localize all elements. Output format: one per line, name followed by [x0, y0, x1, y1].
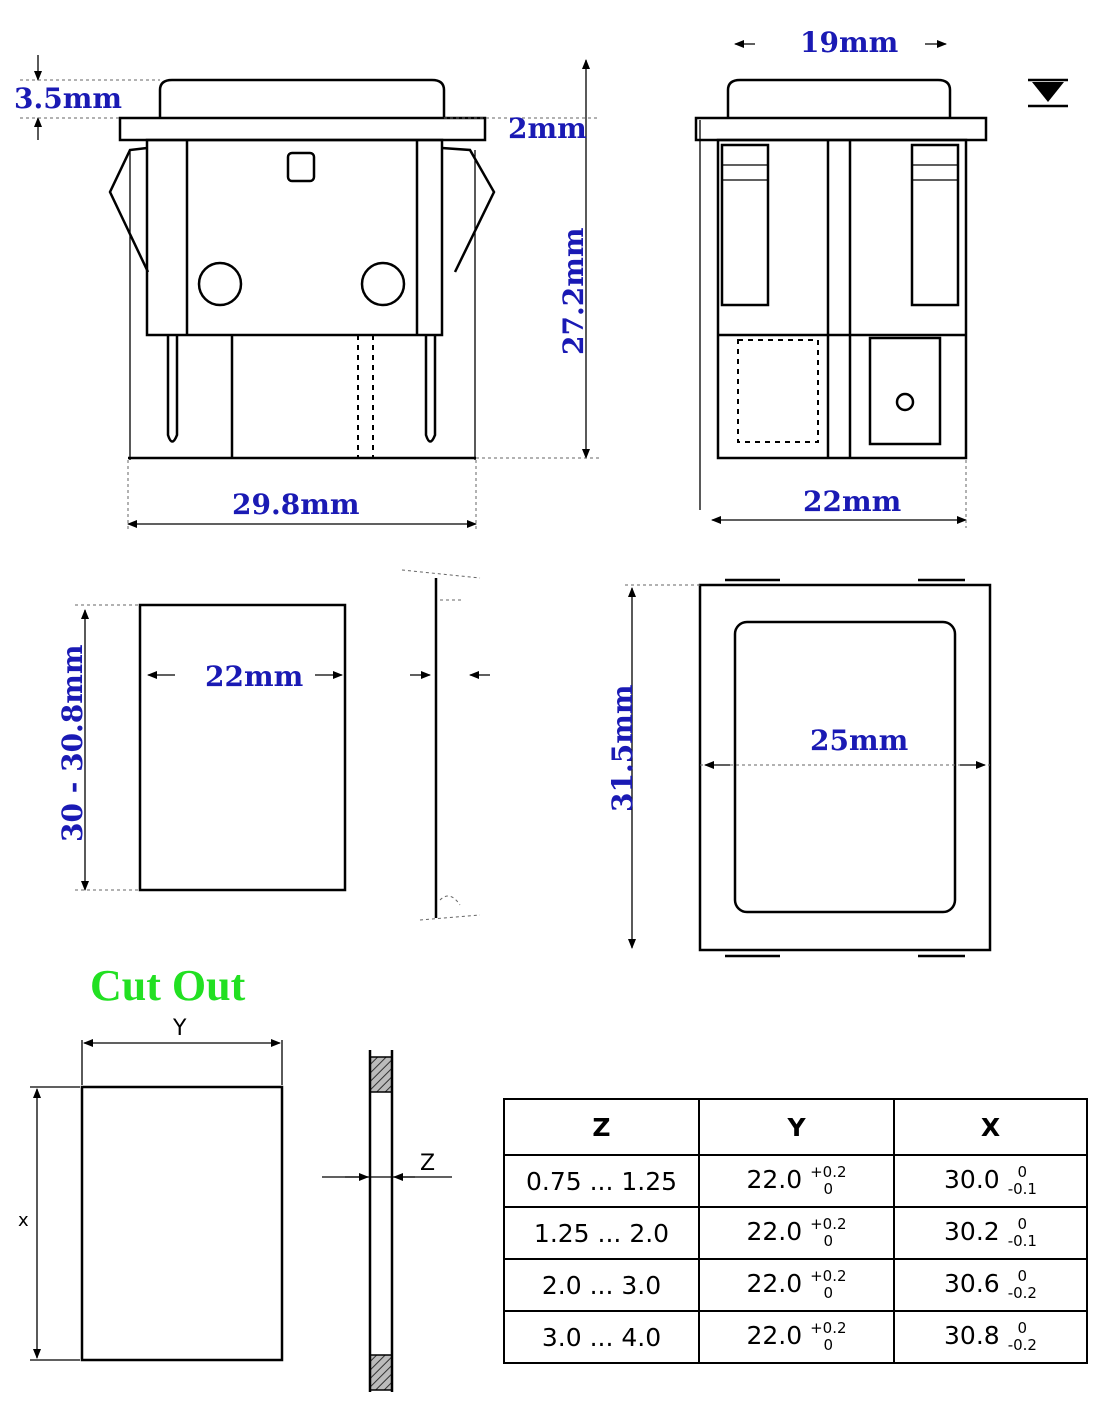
dim-bezel-outer-height: 31.5mm: [606, 685, 639, 812]
dim-button-height: 3.5mm: [14, 82, 122, 115]
y-value: 22.0: [746, 1165, 803, 1194]
y-tol-minus: 0: [823, 1232, 834, 1250]
x-tol-minus: -0.1: [1007, 1180, 1037, 1198]
cutout-view: [30, 1039, 452, 1392]
dim-bezel-outer-width: 25mm: [810, 724, 908, 757]
dim-body-width: 29.8mm: [232, 488, 359, 521]
side-bezel-flange: [694, 116, 988, 142]
y-value: 22.0: [746, 1269, 803, 1298]
y-tol-minus: 0: [823, 1180, 834, 1198]
x-tol-plus: 0: [1017, 1319, 1028, 1337]
x-tol-plus: 0: [1017, 1215, 1028, 1233]
datum-triangle-icon: [1028, 78, 1068, 108]
terminal-1: [166, 335, 179, 443]
table-header-row: Z Y X: [503, 1098, 1088, 1156]
table-cell-x: 30.0 0-0.1: [893, 1154, 1088, 1208]
x-tolerance: 0-0.2: [1008, 1320, 1037, 1354]
rocker-button: [158, 78, 446, 118]
x-tol-plus: 0: [1017, 1163, 1028, 1181]
table-header-x: X: [893, 1098, 1088, 1156]
dim-side-height: 27.2mm: [557, 228, 590, 355]
x-tol-plus: 0: [1017, 1267, 1028, 1285]
indicator-window: [286, 151, 316, 183]
x-tolerance: 0-0.1: [1008, 1216, 1037, 1250]
cutout-section: [322, 1050, 452, 1392]
dim-top-width: 19mm: [800, 26, 898, 59]
cutout-rectangle: [80, 1085, 284, 1362]
bezel-outer: [698, 583, 992, 952]
side-clip-right: [910, 143, 960, 307]
dim-base-width: 22mm: [803, 485, 901, 518]
table-cell-z: 3.0 ... 4.0: [503, 1310, 700, 1364]
switch-body: [145, 138, 444, 337]
rivet-right: [360, 261, 406, 307]
spring-clip-right: [441, 146, 496, 273]
cutout-label-z: Z: [420, 1151, 435, 1176]
cutout-label-x: x: [18, 1210, 29, 1231]
y-tol-plus: +0.2: [810, 1267, 847, 1285]
side-terminal: [868, 336, 942, 446]
table-cell-x: 30.8 0-0.2: [893, 1310, 1088, 1364]
y-tol-plus: +0.2: [810, 1215, 847, 1233]
dim-panel-width: 22mm: [205, 660, 303, 693]
rivet-left: [197, 261, 243, 307]
table-cell-z: 0.75 ... 1.25: [503, 1154, 700, 1208]
terminal-4: [424, 335, 437, 443]
x-tol-minus: -0.1: [1007, 1232, 1037, 1250]
side-body: [716, 138, 968, 460]
x-tolerance: 0-0.2: [1008, 1268, 1037, 1302]
bezel-view: [625, 578, 992, 958]
front-view: [20, 55, 600, 530]
x-value: 30.2: [944, 1217, 1000, 1246]
y-tol-plus: +0.2: [810, 1319, 847, 1337]
x-value: 30.6: [944, 1269, 1000, 1298]
table-header-z: Z: [503, 1098, 700, 1156]
y-tol-minus: 0: [823, 1336, 834, 1354]
table-header-y: Y: [698, 1098, 895, 1156]
table-cell-z: 2.0 ... 3.0: [503, 1258, 700, 1312]
table-cell-x: 30.2 0-0.1: [893, 1206, 1088, 1260]
table-cell-x: 30.6 0-0.2: [893, 1258, 1088, 1312]
side-rocker-button: [726, 78, 952, 118]
bezel-inner: [733, 620, 957, 914]
x-tol-minus: -0.2: [1007, 1284, 1037, 1302]
x-tolerance: 0-0.1: [1008, 1164, 1037, 1198]
y-value: 22.0: [746, 1217, 803, 1246]
cutout-label-y: Y: [172, 1016, 187, 1041]
dim-bezel-thickness: 2mm: [508, 112, 587, 145]
cutout-title: Cut Out: [90, 961, 246, 1010]
table-cell-z: 1.25 ... 2.0: [503, 1206, 700, 1260]
y-value: 22.0: [746, 1321, 803, 1350]
bezel-flange: [118, 116, 487, 142]
side-view: [694, 40, 1068, 528]
side-clip-left: [720, 143, 770, 307]
panel-view: [75, 569, 490, 921]
panel-opening: [138, 603, 347, 892]
x-tol-minus: -0.2: [1007, 1336, 1037, 1354]
x-value: 30.0: [944, 1165, 1000, 1194]
x-value: 30.8: [944, 1321, 1000, 1350]
dim-panel-height: 30 - 30.8mm: [56, 644, 89, 842]
hidden-terminal: [737, 339, 819, 443]
y-tol-plus: +0.2: [810, 1163, 847, 1181]
y-tol-minus: 0: [823, 1284, 834, 1302]
spring-clip-left: [108, 146, 150, 273]
